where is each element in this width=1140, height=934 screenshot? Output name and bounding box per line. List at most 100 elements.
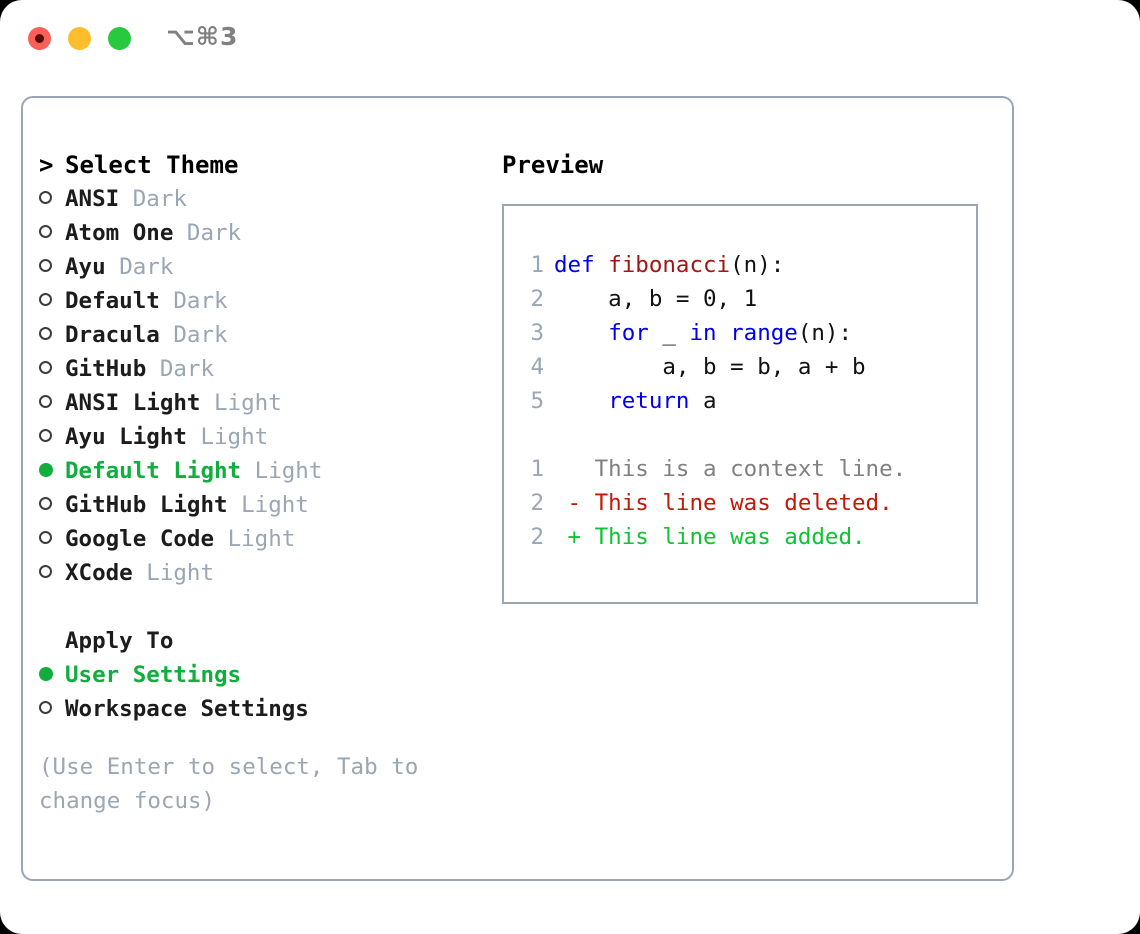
theme-category-tag: Dark [173, 288, 228, 314]
maximize-window-button[interactable] [108, 27, 131, 50]
code-token: _ [648, 320, 690, 346]
theme-list-item[interactable]: Atom One Dark [39, 216, 489, 250]
theme-category-tag: Dark [173, 322, 228, 348]
radio-unselected-icon[interactable] [39, 250, 65, 284]
theme-name: ANSI Light [65, 390, 201, 416]
code-token [554, 320, 608, 346]
radio-unselected-icon[interactable] [39, 522, 65, 556]
theme-list-item[interactable]: XCode Light [39, 556, 489, 590]
theme-category-tag: Light [200, 424, 269, 450]
bullet-shape [39, 293, 52, 306]
apply-to-option[interactable]: Workspace Settings [39, 692, 489, 726]
theme-category-tag: Dark [132, 186, 187, 212]
line-number: 2 [530, 286, 544, 312]
radio-unselected-icon[interactable] [39, 386, 65, 420]
theme-list-item[interactable]: ANSI Dark [39, 182, 489, 216]
code-token: for [608, 320, 649, 346]
line-number: 3 [530, 320, 544, 346]
code-line: 3 for _ in range(n): [516, 316, 906, 350]
theme-name: XCode [65, 560, 133, 586]
caret-icon: > [39, 151, 54, 179]
theme-name: GitHub [65, 356, 147, 382]
bullet-shape [39, 429, 52, 442]
theme-category-tag: Dark [186, 220, 242, 246]
diff-line: 2 - This line was deleted. [516, 486, 906, 520]
bullet-shape [39, 565, 52, 578]
theme-list-item[interactable]: Default Light Light [39, 454, 489, 488]
bullet-shape [39, 701, 52, 714]
bullet-shape [39, 462, 53, 477]
theme-list-item[interactable]: GitHub Dark [39, 352, 489, 386]
title-bar: ⌥⌘3 [0, 0, 1140, 78]
theme-list-item[interactable]: Ayu Light Light [39, 420, 489, 454]
code-blank-line [516, 418, 906, 452]
preview-title: Preview [502, 151, 604, 179]
radio-unselected-icon[interactable] [39, 352, 65, 386]
line-number: 2 [530, 524, 544, 550]
code-token: def [554, 252, 609, 278]
close-icon [35, 34, 44, 43]
radio-unselected-icon[interactable] [39, 284, 65, 318]
theme-list-item[interactable]: Ayu Dark [39, 250, 489, 284]
line-number: 1 [530, 456, 544, 482]
theme-list-item[interactable]: Dracula Dark [39, 318, 489, 352]
diff-line: 1 This is a context line. [516, 452, 906, 486]
theme-name: Google Code [65, 526, 215, 552]
theme-list-item[interactable]: Google Code Light [39, 522, 489, 556]
code-token [554, 388, 608, 414]
theme-category-tag: Light [254, 458, 323, 484]
theme-category-tag: Light [146, 560, 215, 586]
theme-list-item[interactable]: ANSI Light Light [39, 386, 489, 420]
radio-selected-icon[interactable] [39, 658, 65, 692]
theme-list-item[interactable]: Default Dark [39, 284, 489, 318]
line-number: 4 [530, 354, 544, 380]
radio-unselected-icon[interactable] [39, 420, 65, 454]
radio-unselected-icon[interactable] [39, 182, 65, 216]
bullet-shape [39, 327, 52, 340]
bullet-shape [39, 395, 52, 408]
theme-category-tag: Light [214, 390, 282, 416]
line-number: 1 [530, 252, 544, 278]
theme-name: Ayu Light [65, 424, 187, 450]
radio-unselected-icon[interactable] [39, 692, 65, 726]
diff-text: + This line was added. [554, 524, 866, 550]
apply-to-option[interactable]: User Settings [39, 658, 489, 692]
apply-to-label: User Settings [65, 662, 242, 688]
code-token: (n): [797, 320, 853, 346]
line-number: 5 [530, 388, 544, 414]
diff-line: 2 + This line was added. [516, 520, 906, 554]
diff-text: - This line was deleted. [554, 490, 893, 516]
apply-to-label: Workspace Settings [65, 696, 309, 722]
theme-name: Default [65, 288, 160, 314]
list-spacer [39, 590, 489, 624]
radio-unselected-icon[interactable] [39, 318, 65, 352]
theme-list-item[interactable]: GitHub Light Light [39, 488, 489, 522]
radio-unselected-icon[interactable] [39, 216, 65, 250]
code-token: a [689, 388, 717, 414]
radio-unselected-icon[interactable] [39, 488, 65, 522]
code-line: 2 a, b = 0, 1 [516, 282, 906, 316]
code-token: a, b = 0, 1 [554, 286, 758, 312]
bullet-shape [39, 531, 52, 544]
theme-name: Atom One [65, 220, 174, 246]
code-token [717, 320, 731, 346]
bullet-shape [39, 259, 52, 272]
select-theme-header: >Select Theme [39, 148, 489, 182]
radio-unselected-icon[interactable] [39, 556, 65, 590]
theme-name: ANSI [65, 186, 120, 212]
code-token: fibonacci [608, 252, 731, 278]
diff-text: This is a context line. [554, 456, 907, 482]
code-token: in [689, 320, 717, 346]
minimize-window-button[interactable] [68, 27, 91, 50]
apply-to-heading: Apply To [65, 628, 174, 654]
radio-selected-icon[interactable] [39, 454, 65, 488]
code-token: return [608, 388, 690, 414]
theme-category-tag: Dark [159, 356, 215, 382]
